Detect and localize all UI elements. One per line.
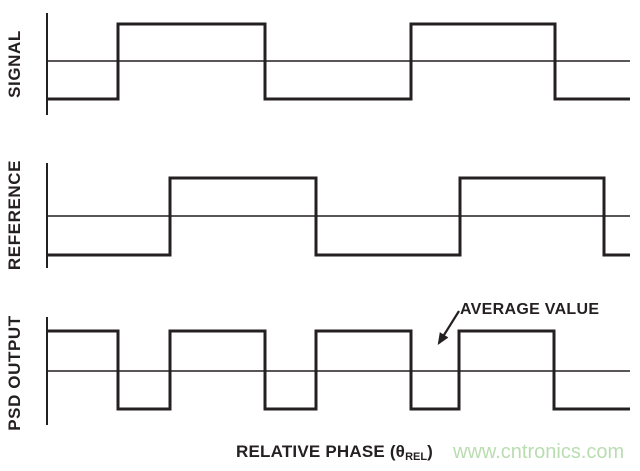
average-value-arrow <box>437 310 460 346</box>
average-value-label: AVERAGE VALUE <box>460 301 600 318</box>
reference-waveform <box>48 176 630 257</box>
signal-waveform <box>48 22 630 101</box>
panel-layer <box>46 13 630 425</box>
signal-axis-label: SIGNAL <box>5 30 24 98</box>
x-axis-label: RELATIVE PHASE (θREL) <box>236 442 433 463</box>
reference-axis-label: REFERENCE <box>5 159 24 271</box>
reference-panel <box>46 163 630 268</box>
x-axis-label-text: RELATIVE PHASE (θ <box>236 442 406 461</box>
psd-output-axis-label: PSD OUTPUT <box>5 315 24 431</box>
x-axis-label-subscript: REL <box>405 451 428 463</box>
annotation-layer <box>437 310 460 346</box>
psd-output-panel <box>46 317 630 425</box>
psd-output-waveform <box>48 329 630 411</box>
signal-panel <box>46 13 630 115</box>
x-axis-label-close: ) <box>427 442 433 461</box>
watermark: www.cntronics.com <box>453 441 625 463</box>
